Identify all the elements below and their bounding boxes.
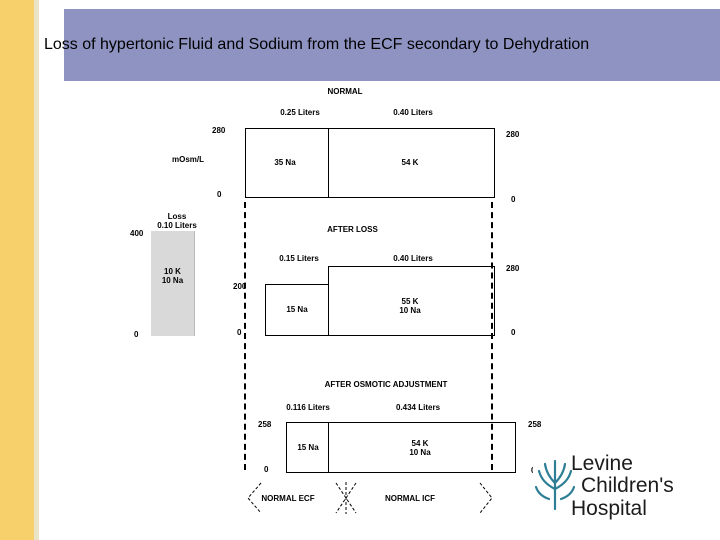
- normal-icf-volume: 0.40 Liters: [393, 108, 433, 117]
- loss-volume: 0.10 Liters: [157, 221, 197, 230]
- after-loss-icf-content-na: 10 Na: [399, 306, 421, 315]
- after-loss-icf-volume: 0.40 Liters: [393, 254, 433, 263]
- slide-title: Loss of hypertonic Fluid and Sodium from…: [44, 36, 590, 53]
- loss-title: Loss: [167, 212, 187, 221]
- osmotic-right-top: 258: [528, 420, 542, 429]
- normal-heading: NORMAL: [327, 87, 363, 96]
- osmotic-icf-volume: 0.434 Liters: [395, 403, 441, 412]
- logo-line-levine: Levine: [571, 452, 633, 475]
- normal-icf-right-reference-line: [491, 202, 493, 470]
- normal-right-zero: 0: [511, 195, 516, 204]
- normal-ecf-content: 35 Na: [274, 158, 296, 167]
- loss-top-value: 400: [130, 229, 144, 238]
- loss-content-na: 10 Na: [161, 276, 184, 285]
- normal-icf-content: 54 K: [401, 158, 419, 167]
- osmotic-ecf-volume: 0.116 Liters: [286, 403, 330, 412]
- osmotic-left-top: 258: [258, 420, 272, 429]
- logo-line-childrens: Children's: [581, 474, 674, 497]
- after-loss-ecf-content: 15 Na: [286, 305, 308, 314]
- normal-ecf-left-reference-line: [244, 202, 246, 470]
- loss-bar: [151, 231, 195, 336]
- normal-volume-arrows: [247, 482, 493, 514]
- normal-unit-label: mOsm/L: [172, 155, 205, 164]
- osmotic-ecf-icf-divider: [328, 423, 329, 472]
- osmotic-ecf-content: 15 Na: [297, 443, 319, 452]
- osmotic-compartment-box: [286, 422, 516, 473]
- title-band: [64, 9, 720, 81]
- side-accent-stripe: [34, 0, 39, 540]
- after-loss-icf-content-k: 55 K: [401, 297, 419, 306]
- normal-ecf-label: NORMAL ECF: [261, 494, 315, 503]
- normal-right-top: 280: [506, 130, 520, 139]
- after-loss-left-zero: 0: [237, 328, 242, 337]
- after-loss-right-top: 280: [506, 264, 520, 273]
- normal-left-top: 280: [212, 126, 226, 135]
- after-loss-ecf-box: [265, 284, 330, 336]
- hospital-logo: Levine Children's Hospital: [533, 451, 702, 522]
- tree-icon: [535, 459, 575, 511]
- after-loss-ecf-volume: 0.15 Liters: [279, 254, 319, 263]
- normal-compartment-box: [245, 128, 495, 198]
- after-loss-icf-box: [328, 266, 495, 336]
- normal-left-zero: 0: [217, 190, 222, 199]
- side-accent-bar: [0, 0, 34, 540]
- after-loss-ecf-top: 200: [233, 282, 247, 291]
- osmotic-heading: AFTER OSMOTIC ADJUSTMENT: [324, 380, 448, 389]
- normal-ecf-volume: 0.25 Liters: [280, 108, 320, 117]
- after-loss-heading: AFTER LOSS: [327, 225, 378, 234]
- logo-line-hospital: Hospital: [571, 497, 647, 520]
- after-loss-right-zero: 0: [511, 328, 516, 337]
- loss-content-k: 10 K: [164, 267, 181, 276]
- osmotic-left-zero: 0: [264, 465, 269, 474]
- loss-zero: 0: [134, 330, 139, 339]
- osmotic-icf-content-k: 54 K: [411, 439, 429, 448]
- normal-icf-label: NORMAL ICF: [384, 494, 436, 503]
- osmotic-icf-content-na: 10 Na: [409, 448, 431, 457]
- normal-ecf-icf-divider: [328, 129, 329, 197]
